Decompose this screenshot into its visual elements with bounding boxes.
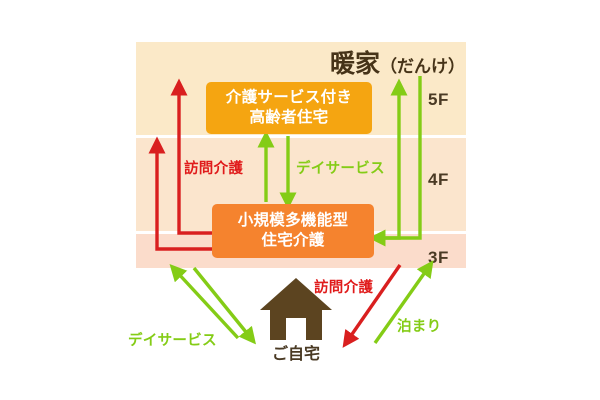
arrow-home-visit-to-4f	[148, 136, 212, 251]
label-home-visit-outside: 訪問介護	[314, 280, 374, 296]
arrow-home-visit-to-5f	[170, 78, 212, 235]
home-label: ご自宅	[272, 346, 321, 363]
arrow-stay-down-right	[368, 76, 422, 247]
small-scale-line-1: 小規模多機能型	[237, 212, 349, 230]
label-day-service-outside: デイサービス	[128, 333, 217, 349]
label-overnight-stay: 泊まり	[397, 319, 442, 335]
house-icon	[260, 278, 332, 340]
small-scale-line-2: 住宅介護	[261, 232, 325, 249]
building-title: 暖家（だんけ）	[330, 44, 465, 80]
label-day-service-inside: デイサービス	[296, 161, 385, 177]
building-block	[136, 42, 466, 268]
service-box-small-scale-care[interactable]: 小規模多機能型 住宅介護	[212, 204, 374, 258]
senior-housing-line-2: 高齢者住宅	[249, 109, 329, 126]
arrow-home-visit-to-home	[342, 264, 402, 348]
building-title-main: 暖家	[330, 50, 381, 78]
arrow-day-service-to-building	[169, 264, 240, 340]
building-title-furigana: （だんけ）	[380, 57, 466, 76]
arrow-overnight-stay-to-building	[373, 260, 434, 344]
floor-label-4f: 4F	[428, 170, 449, 189]
arrow-day-service-to-home	[192, 266, 256, 345]
floor-label-5f: 5F	[428, 90, 449, 109]
label-home-visit-inside: 訪問介護	[184, 161, 244, 177]
senior-housing-line-1: 介護サービス付き	[225, 89, 353, 107]
service-box-senior-housing[interactable]: 介護サービス付き 高齢者住宅	[206, 82, 372, 134]
